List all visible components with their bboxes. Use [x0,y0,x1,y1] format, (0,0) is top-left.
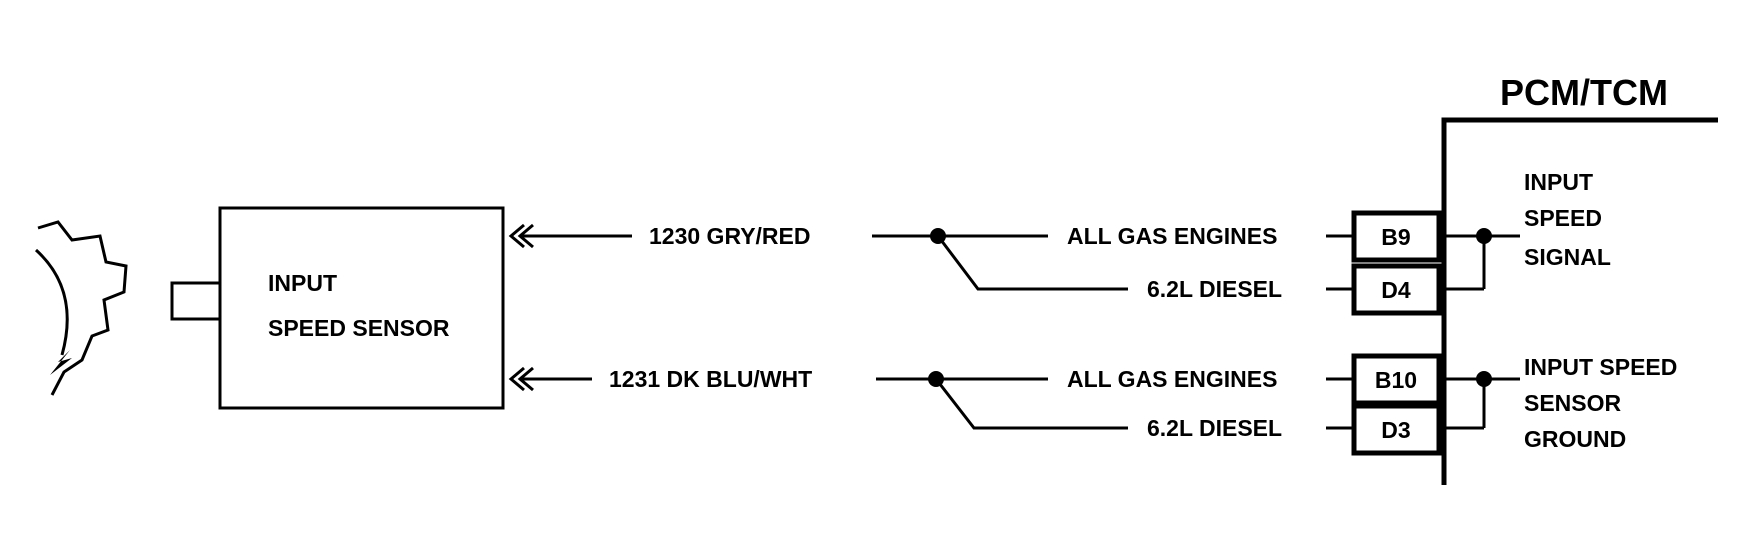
sensor-label-line2: SPEED SENSOR [268,315,450,341]
input-speed-sensor-body [218,206,505,410]
module-title: PCM/TCM [1500,72,1668,113]
circuit2-function-line3: GROUND [1524,426,1626,452]
circuit1-function-line1: INPUT [1524,169,1593,195]
circuit1-gas-branch-label: ALL GAS ENGINES [1067,223,1277,249]
pin-d4-box [1351,263,1442,316]
pin-d4-label: D4 [1381,277,1411,303]
circuit2-wire-label: 1231 DK BLU/WHT [609,366,812,392]
circuit2-function-line2: SENSOR [1524,390,1622,416]
toothed-reluctor-wheel-icon [34,220,128,396]
circuit2-function-line1: INPUT SPEED [1524,354,1677,380]
pin-b10-box [1351,353,1442,406]
circuit1-diesel-branch [936,235,1128,291]
circuit1-wire-label: 1230 GRY/RED [649,223,811,249]
pin-b9-label: B9 [1381,224,1410,250]
splice-dot-icon [1476,371,1492,387]
circuit1-diesel-branch-label: 6.2L DIESEL [1147,276,1282,302]
sensor-tip [170,281,222,321]
circuit2-gas-branch-label: ALL GAS ENGINES [1067,366,1277,392]
circuit2-diesel-branch [934,378,1128,430]
sensor-label-line1: INPUT [268,270,337,296]
pin-b10-label: B10 [1375,367,1417,393]
module-border [1441,117,1718,485]
pin-d3-label: D3 [1381,417,1410,443]
rotation-arrow-icon [50,350,72,375]
circuit1-function-line2: SPEED [1524,205,1602,231]
splice-dot-icon [1476,228,1492,244]
circuit1-function-line3: SIGNAL [1524,244,1611,270]
circuit2-diesel-branch-label: 6.2L DIESEL [1147,415,1282,441]
